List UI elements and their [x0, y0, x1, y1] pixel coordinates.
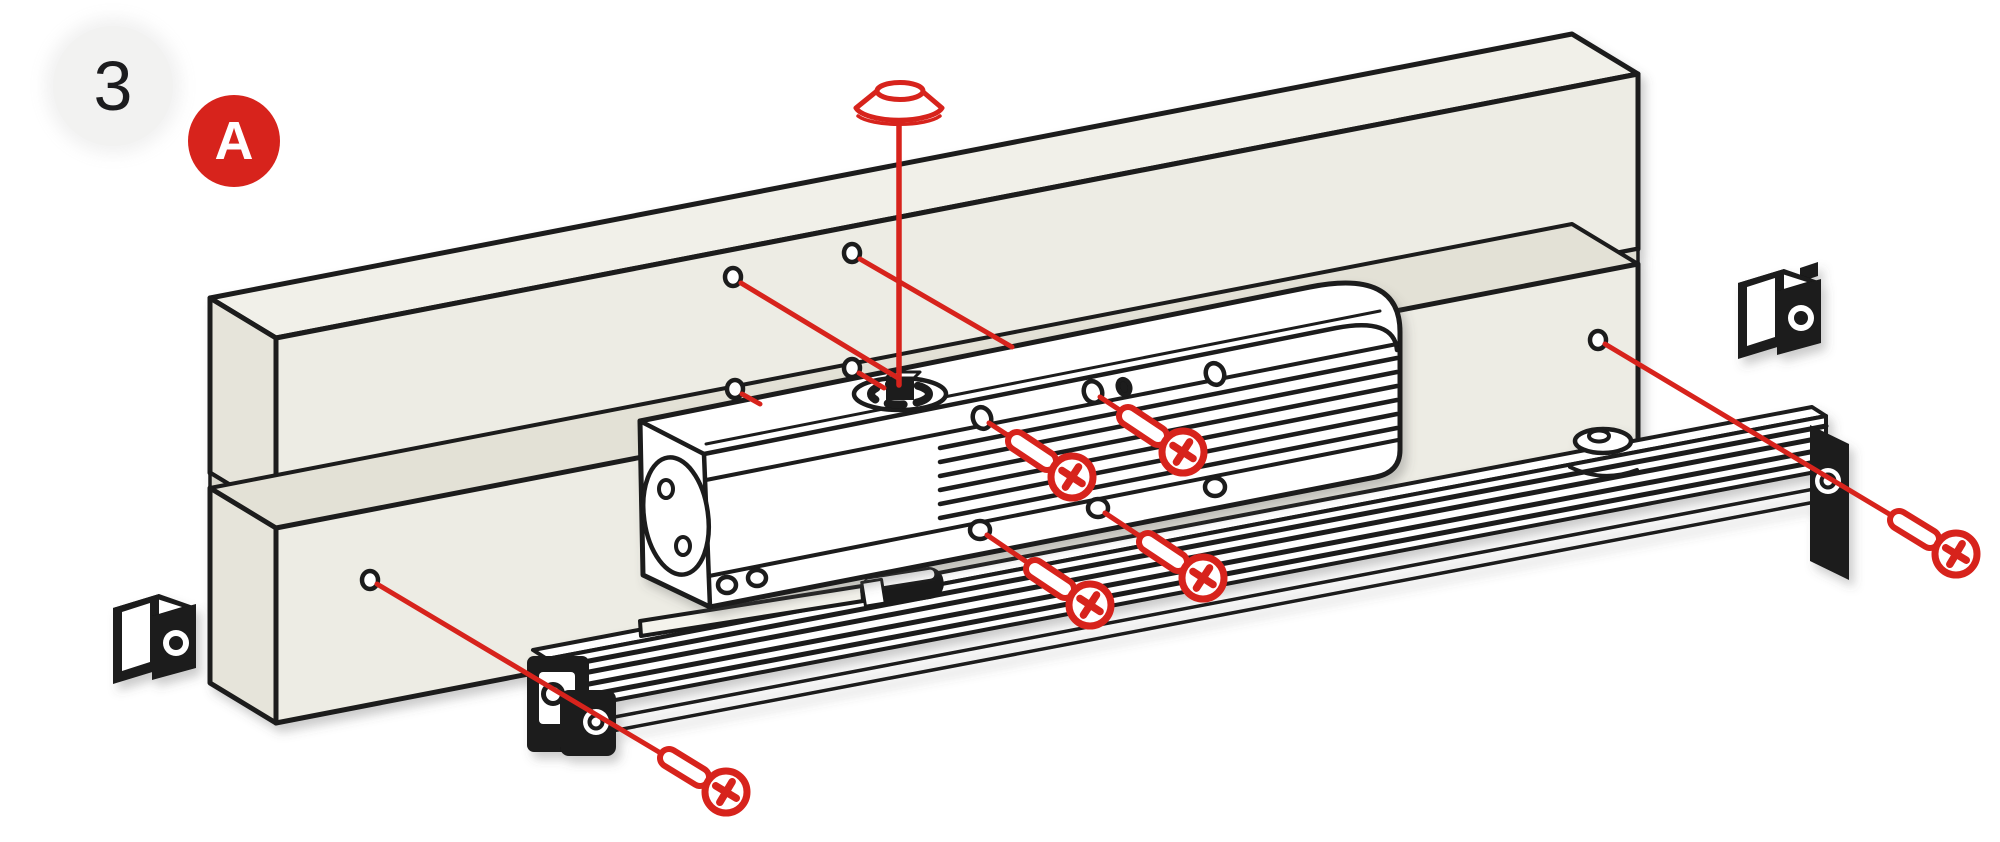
step-number: 3	[93, 47, 133, 125]
option-badge: A	[188, 95, 280, 187]
arm-slider-block	[860, 567, 944, 608]
spindle-square	[886, 378, 914, 400]
option-letter: A	[214, 111, 254, 171]
pilot-hole	[841, 241, 863, 265]
body-top-face-groove	[704, 309, 1382, 446]
frame-block	[207, 31, 1641, 516]
mounting-screw-bottom-left	[984, 532, 1115, 630]
body-left-top-edge	[637, 418, 707, 457]
mounting-screw-bottom-right	[1102, 510, 1228, 603]
arm-and-slider	[638, 567, 944, 638]
closer-arm	[638, 584, 865, 638]
pilot-hole	[724, 377, 746, 401]
rail-screw-right	[1602, 341, 1981, 579]
end-cap-left	[113, 594, 196, 684]
leader-lines	[738, 256, 1015, 407]
end-cap-right	[1738, 262, 1821, 359]
pilot-hole	[359, 568, 381, 592]
mounting-screw-top-left	[986, 420, 1097, 502]
rail-end-plate-right	[1810, 425, 1849, 580]
rail-screw-left	[374, 581, 751, 817]
pilot-holes	[359, 241, 1609, 592]
body-end-face	[641, 455, 711, 577]
pilot-hole	[1587, 328, 1609, 352]
red-annotations	[374, 80, 1981, 817]
mounting-screw-top-right	[1097, 394, 1208, 477]
cover-cap	[853, 80, 945, 127]
door-left-end-face	[207, 485, 279, 726]
rail-pivot-boss	[1568, 426, 1639, 478]
step-badge: 3	[53, 26, 173, 146]
pilot-hole	[722, 265, 744, 289]
